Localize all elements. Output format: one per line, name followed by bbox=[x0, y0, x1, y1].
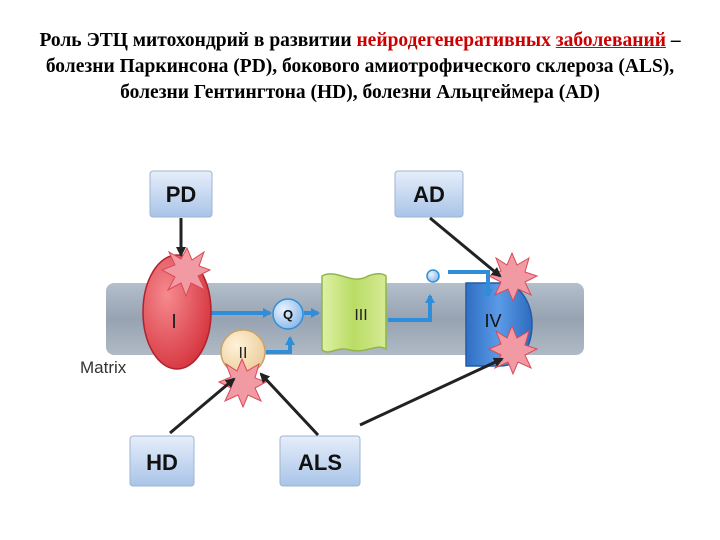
q-label: Q bbox=[283, 307, 293, 322]
complex-2-label: II bbox=[239, 345, 248, 362]
complex-3: III bbox=[321, 272, 387, 353]
title-part1: Роль ЭТЦ митохондрий в развитии bbox=[39, 30, 357, 51]
hd-label: HD bbox=[146, 450, 178, 475]
matrix-label: Matrix bbox=[80, 358, 127, 377]
complex-1-label: I bbox=[171, 311, 177, 333]
ad-box: AD bbox=[394, 170, 464, 218]
title-highlight-neurodegenerative: нейродегенеративных bbox=[356, 30, 551, 51]
title-part3: – болезни Паркинсона (PD), бокового амио… bbox=[45, 30, 681, 103]
flow-arrow-to-4 bbox=[448, 270, 493, 298]
ad-label: AD bbox=[413, 182, 445, 207]
starburst-complex-4-top bbox=[487, 251, 539, 303]
pd-box: PD bbox=[149, 170, 213, 218]
als-box: ALS bbox=[279, 435, 361, 487]
flow-arrow-3-out bbox=[388, 294, 435, 322]
starburst-complex-1 bbox=[160, 246, 212, 298]
complex-4-label: IV bbox=[484, 311, 501, 331]
arrow-als-to-complex-4 bbox=[359, 357, 504, 427]
arrow-ad-to-complex-4-top bbox=[429, 216, 502, 278]
complex-3-label: III bbox=[354, 307, 367, 324]
ubiquinone-q: Q bbox=[272, 298, 304, 330]
arrow-als-to-complex-2 bbox=[259, 372, 320, 437]
pd-label: PD bbox=[166, 182, 197, 207]
hd-box: HD bbox=[129, 435, 195, 487]
starburst-complex-2 bbox=[217, 357, 268, 409]
slide-title: Роль ЭТЦ митохондрий в развитии нейродег… bbox=[30, 28, 690, 106]
als-label: ALS bbox=[298, 450, 342, 475]
flow-arrow-2-to-q bbox=[266, 336, 295, 354]
title-highlight-diseases: заболеваний bbox=[555, 30, 666, 51]
cytochrome-c-dot bbox=[426, 269, 440, 283]
arrow-hd-to-complex-2 bbox=[169, 377, 236, 435]
